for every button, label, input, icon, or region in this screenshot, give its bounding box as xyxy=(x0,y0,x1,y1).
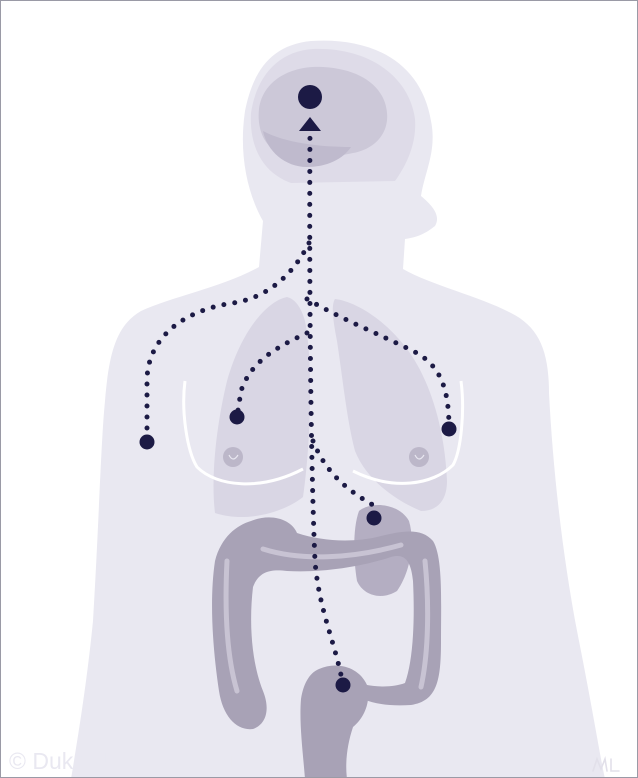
chest-wall-site-marker xyxy=(442,422,457,437)
primary-tumor-marker xyxy=(336,678,351,693)
liver-site-marker xyxy=(367,511,382,526)
brain-site-marker xyxy=(298,85,322,109)
arm-site-marker xyxy=(140,435,155,450)
lung-site-marker xyxy=(230,410,245,425)
left-nipple xyxy=(409,447,429,467)
right-nipple xyxy=(223,447,243,467)
copyright-text: © Duke University 2019 xyxy=(9,748,251,774)
